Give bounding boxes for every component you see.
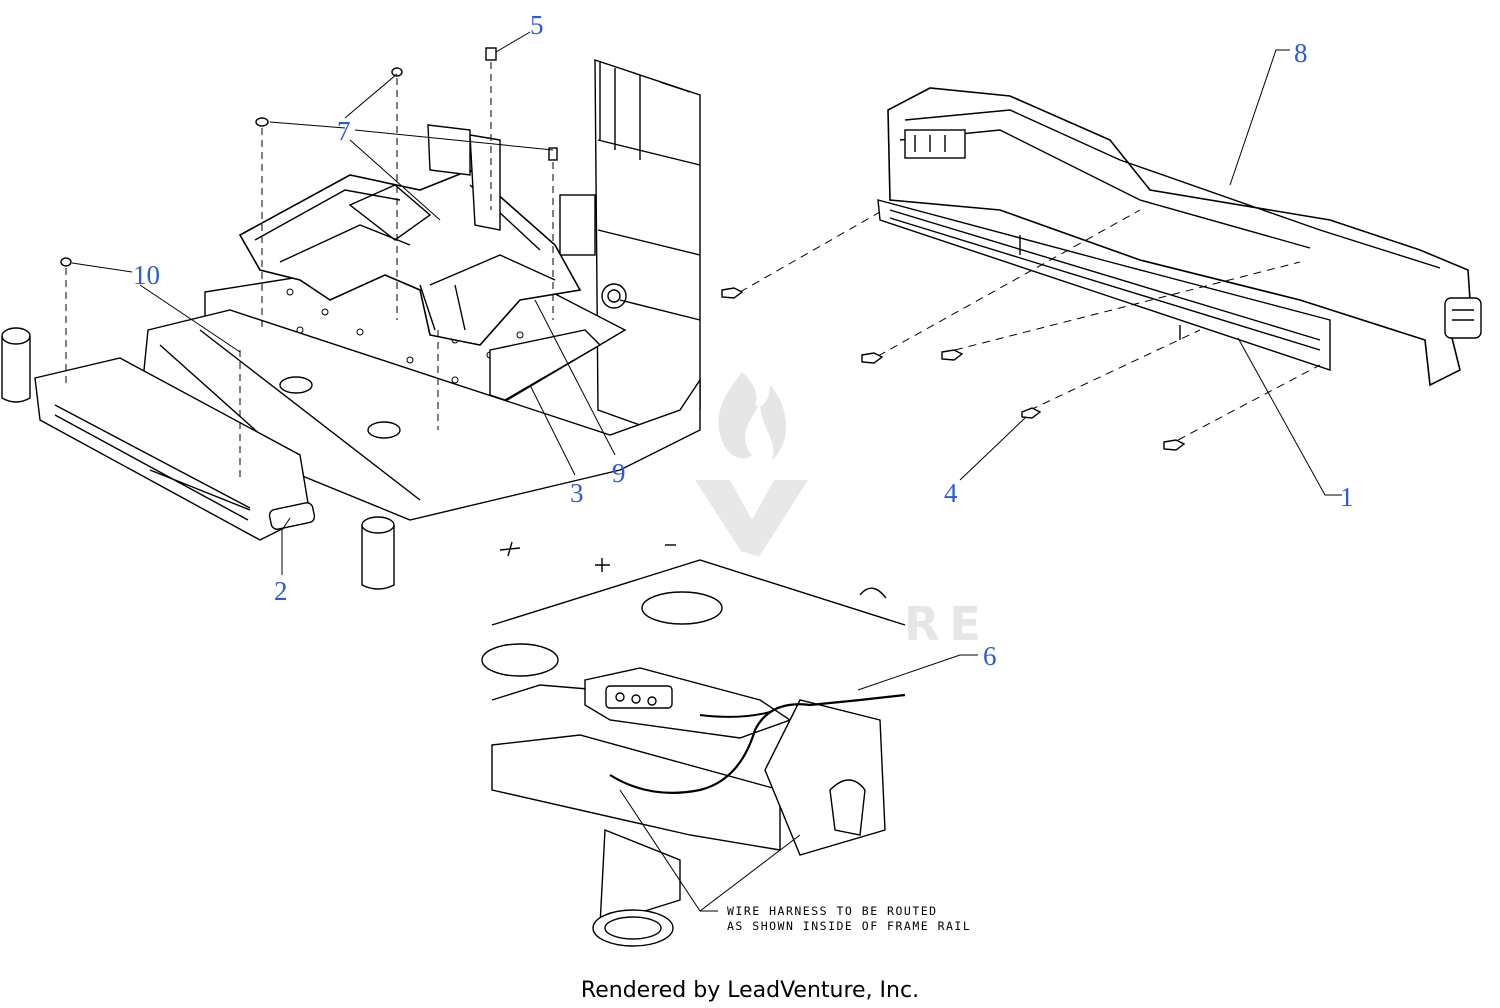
leader-4 — [959, 417, 1026, 481]
leader-lines — [71, 31, 1342, 912]
wire-harness-detail-view — [481, 541, 906, 947]
callout-3: 3 — [570, 478, 584, 508]
watermark-v-icon — [695, 480, 808, 568]
watermark-flame-icon — [718, 372, 786, 460]
callouts: 1 2 3 4 5 6 7 8 9 10 — [133, 10, 1354, 671]
footer-credit: Rendered by LeadVenture, Inc. — [581, 978, 919, 1003]
leader-7a — [269, 121, 346, 129]
note-line-2: AS SHOWN INSIDE OF FRAME RAIL — [727, 919, 971, 933]
callout-8: 8 — [1294, 38, 1308, 68]
callout-5: 5 — [530, 10, 544, 40]
leader-2 — [281, 517, 291, 575]
leader-9 — [534, 299, 616, 456]
leader-7c — [354, 129, 554, 151]
leader-5 — [495, 31, 531, 53]
leader-6 — [857, 654, 978, 691]
left-frame-assembly — [1, 47, 701, 590]
leader-7b — [344, 73, 398, 119]
note-line-1: WIRE HARNESS TO BE ROUTED — [727, 904, 938, 918]
callout-9: 9 — [612, 458, 626, 488]
callout-10: 10 — [133, 260, 160, 290]
leader-1 — [1237, 337, 1342, 496]
leader-7d — [349, 139, 441, 221]
callout-6: 6 — [983, 641, 997, 671]
callout-4: 4 — [944, 478, 958, 508]
leader-10a — [71, 262, 133, 273]
callout-2: 2 — [274, 576, 288, 606]
callout-7: 7 — [337, 116, 351, 146]
leader-note-2 — [699, 834, 801, 912]
leader-8 — [1229, 49, 1290, 186]
leader-10b — [139, 284, 241, 353]
routing-note: WIRE HARNESS TO BE ROUTED AS SHOWN INSID… — [727, 904, 971, 933]
leader-3 — [529, 384, 576, 476]
callout-1: 1 — [1340, 482, 1354, 512]
right-bumper-assembly — [721, 87, 1482, 451]
